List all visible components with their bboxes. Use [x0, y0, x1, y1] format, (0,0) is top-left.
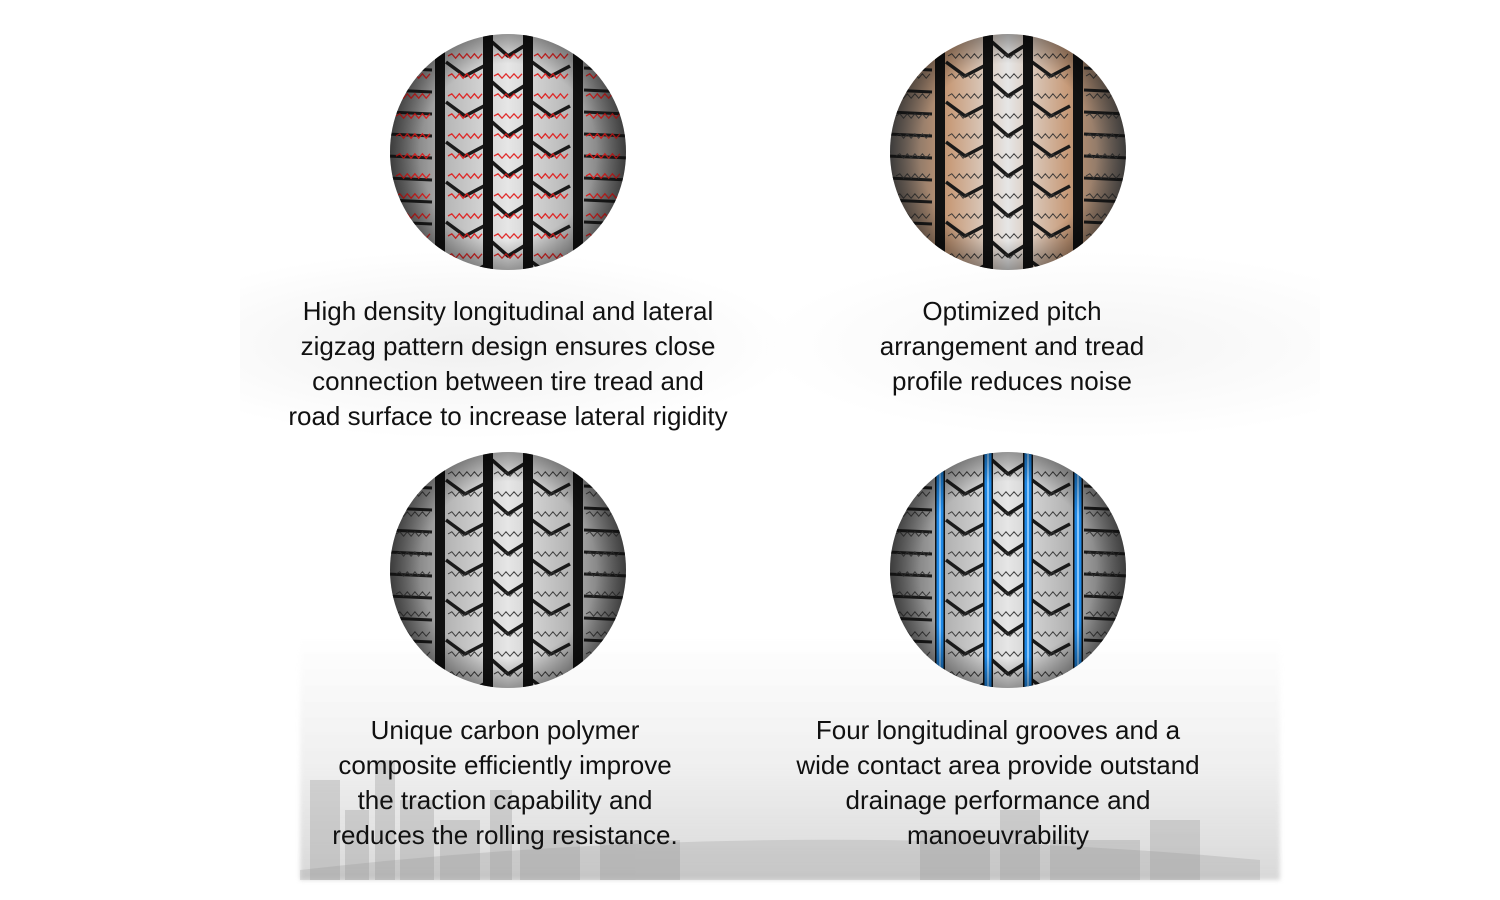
- caption-line: composite efficiently improve: [338, 750, 672, 780]
- caption-line: High density longitudinal and lateral: [302, 296, 714, 326]
- caption-line: wide contact area provide outstand: [796, 750, 1200, 780]
- caption-line: Unique carbon polymer: [370, 715, 640, 745]
- caption-line: Optimized pitch: [922, 296, 1102, 326]
- background-haze-bottom: [300, 640, 1280, 880]
- feature-3-caption: Unique carbon polymer composite efficien…: [280, 713, 730, 853]
- caption-line: manoeuvrability: [906, 820, 1090, 850]
- city-skyline-illustration: [300, 760, 1260, 880]
- caption-line: Four longitudinal grooves and a: [815, 715, 1181, 745]
- tread-zigzag-icon: [390, 34, 626, 270]
- caption-line: arrangement and tread: [879, 331, 1145, 361]
- background-haze-right: [760, 250, 1320, 440]
- caption-line: connection between tire tread and: [312, 366, 704, 396]
- caption-line: drainage performance and: [845, 785, 1151, 815]
- background-haze-left: [240, 250, 800, 440]
- caption-line: the traction capability and: [357, 785, 653, 815]
- feature-2-caption: Optimized pitch arrangement and tread pr…: [812, 294, 1212, 399]
- tread-compound-icon: [390, 452, 626, 688]
- tread-pitch-icon: [890, 34, 1126, 270]
- feature-4-caption: Four longitudinal grooves and a wide con…: [758, 713, 1238, 853]
- caption-line: profile reduces noise: [892, 366, 1132, 396]
- tread-grooves-icon: [890, 452, 1126, 688]
- feature-1-caption: High density longitudinal and lateral zi…: [258, 294, 758, 434]
- caption-line: reduces the rolling resistance.: [332, 820, 678, 850]
- caption-line: road surface to increase lateral rigidit…: [288, 401, 728, 431]
- caption-line: zigzag pattern design ensures close: [300, 331, 716, 361]
